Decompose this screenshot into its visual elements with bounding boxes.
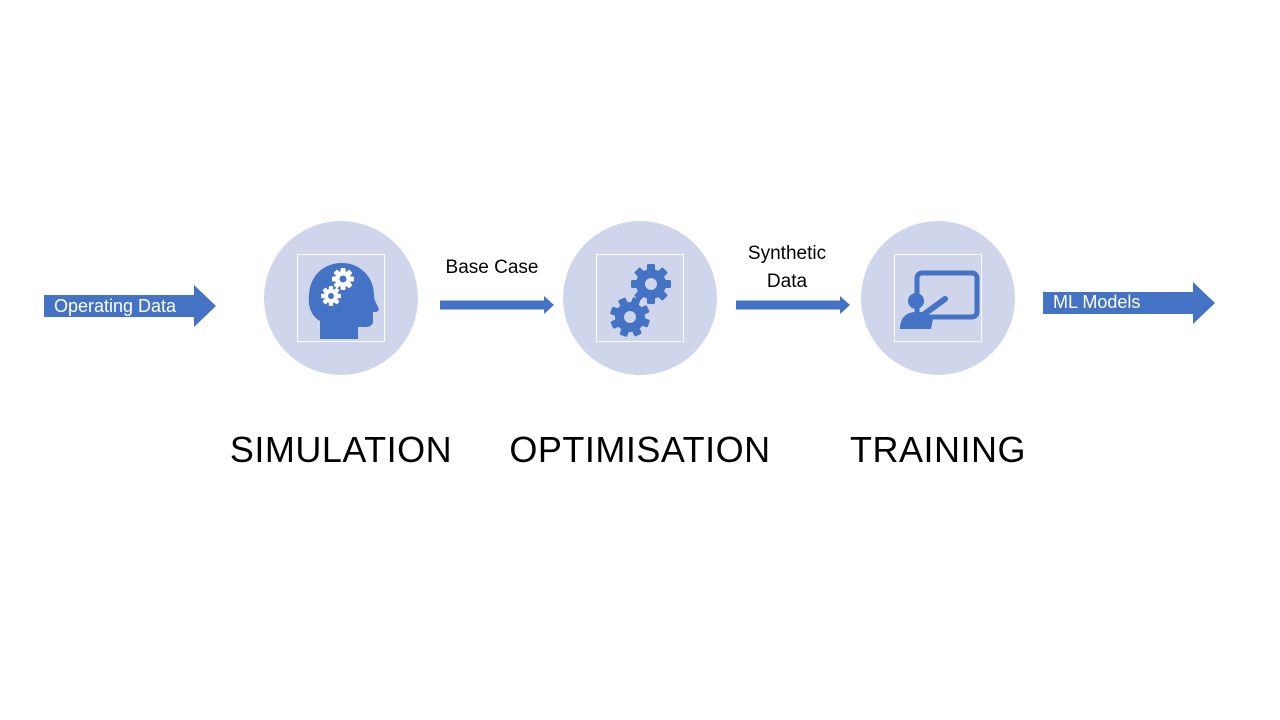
training-label: TRAINING — [849, 429, 1026, 470]
base-case-label: Base Case — [436, 254, 548, 282]
base-case-arrow — [440, 296, 554, 314]
gears-icon — [610, 264, 671, 337]
ml-models-label: ML Models — [1053, 292, 1141, 312]
operating-data-arrow: Operating Data — [44, 285, 216, 327]
base-case-text: Base Case — [445, 257, 539, 278]
head-gears-icon — [308, 263, 379, 339]
base-case-arrow-shape — [440, 296, 554, 314]
simulation-icon-frame — [297, 254, 385, 342]
ml-models-arrow-shape — [1043, 282, 1215, 324]
synthetic-data-arrow-shape — [736, 296, 850, 314]
synthetic-text: Synthetic — [747, 243, 827, 264]
training-icon-frame — [894, 254, 982, 342]
optimisation-icon-frame — [596, 254, 684, 342]
data-text: Data — [766, 271, 808, 292]
training-circle — [861, 221, 1015, 375]
presentation-board-icon — [900, 270, 980, 329]
simulation-label: SIMULATION — [229, 429, 453, 470]
synthetic-data-arrow — [736, 296, 850, 314]
ml-models-arrow: ML Models — [1043, 282, 1215, 324]
operating-data-arrow-shape — [44, 285, 216, 327]
optimisation-label: OPTIMISATION — [509, 429, 771, 470]
synthetic-data-label: Synthetic Data — [730, 240, 844, 296]
operating-data-label: Operating Data — [54, 296, 177, 316]
